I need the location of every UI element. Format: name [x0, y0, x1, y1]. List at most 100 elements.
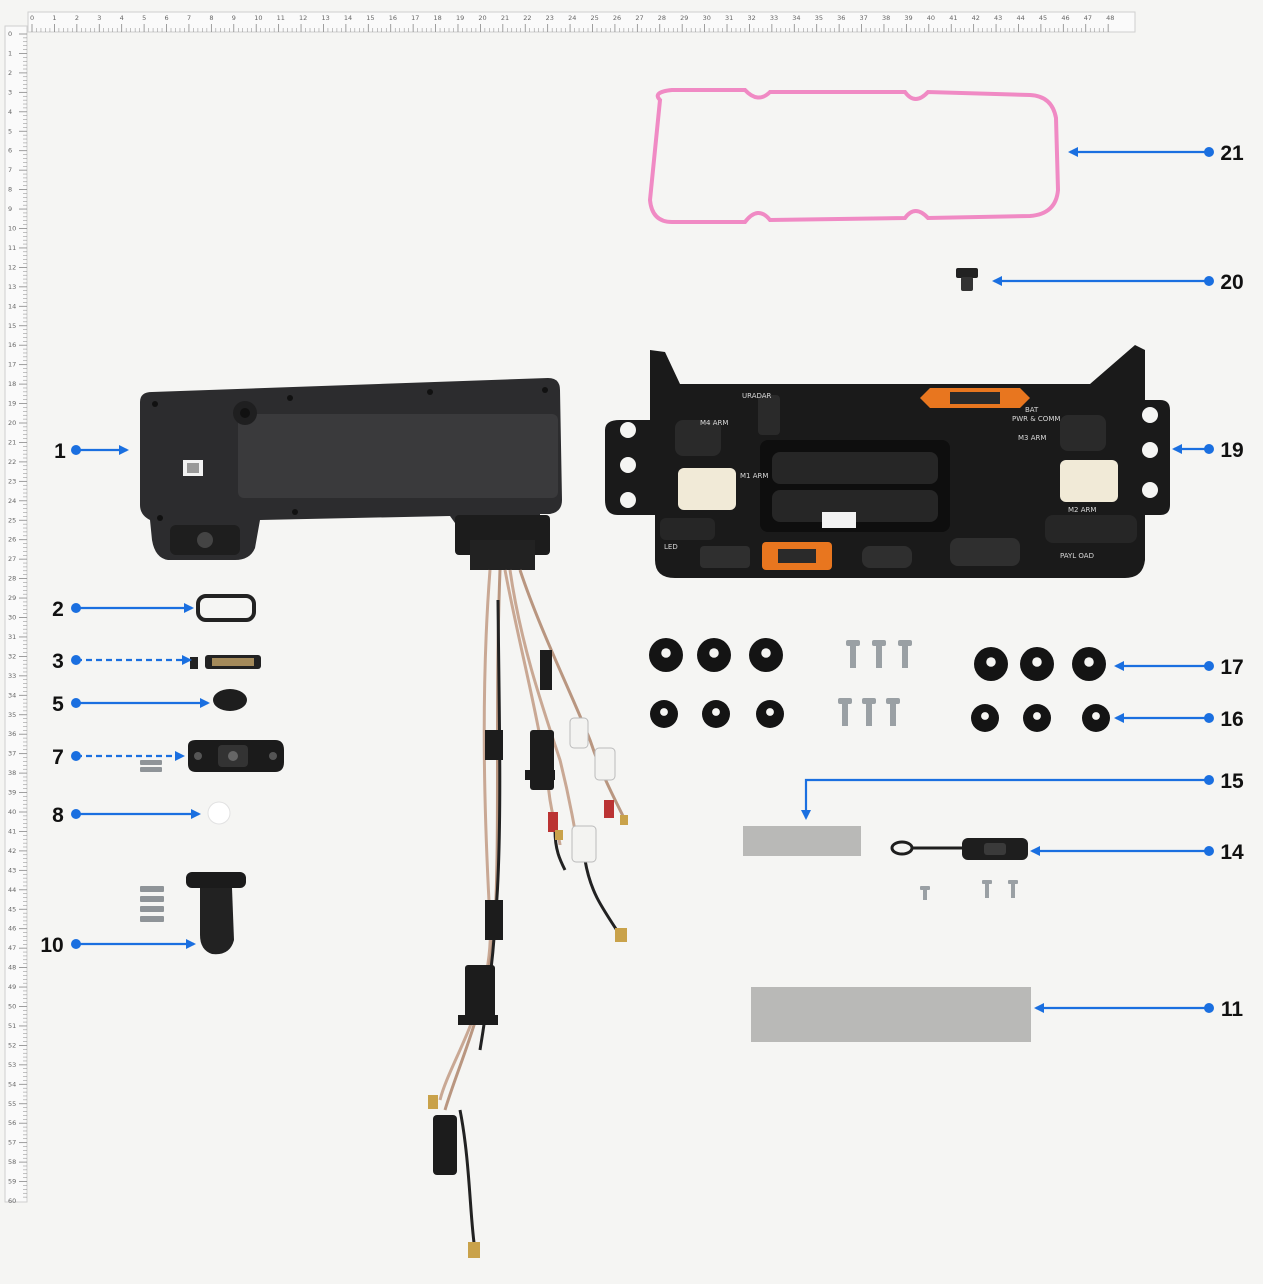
wire-harness — [438, 569, 627, 1251]
ruler-top-number: 9 — [232, 14, 236, 22]
ruler-left-number: 20 — [8, 419, 16, 427]
ruler-top-number: 14 — [344, 14, 352, 22]
thermal-pad-small — [743, 826, 861, 856]
callout-dot — [1204, 713, 1214, 723]
callout-3: 3 — [52, 650, 192, 673]
ruler-left-number: 44 — [8, 886, 16, 894]
ruler-left-number: 1 — [8, 49, 12, 57]
callout-11: 11 — [1034, 998, 1243, 1021]
ruler-left-number: 0 — [8, 30, 12, 38]
washer-hole — [660, 708, 668, 716]
callout-19: 19 — [1172, 439, 1244, 462]
ruler-top-number: 39 — [904, 14, 912, 22]
washer-hole — [712, 708, 720, 716]
ruler-left-number: 47 — [8, 944, 16, 952]
ruler-left-number: 32 — [8, 652, 16, 660]
ruler-left-number: 59 — [8, 1178, 16, 1186]
ruler-top-number: 10 — [254, 14, 262, 22]
callout-dot — [1204, 775, 1214, 785]
washer-group — [649, 638, 1110, 732]
callout-dot — [71, 751, 81, 761]
callout-label: 17 — [1220, 656, 1243, 679]
ruler-left-number: 17 — [8, 361, 16, 369]
shoulder-screws — [838, 640, 912, 726]
ruler-left-number: 51 — [8, 1022, 16, 1030]
harness-connectors — [428, 650, 628, 1258]
elbow-grommet — [186, 872, 246, 955]
ruler-left-number: 7 — [8, 166, 12, 174]
callout-1: 1 — [54, 440, 129, 463]
pcb-label-uradar: URADAR — [742, 392, 772, 400]
ruler-top-number: 23 — [546, 14, 554, 22]
ruler-left-number: 52 — [8, 1041, 16, 1049]
screws-part10 — [140, 886, 164, 922]
pcb-label-m1-arm: M1 ARM — [740, 472, 768, 480]
ruler-left-number: 34 — [8, 691, 16, 699]
ruler-top-number: 32 — [747, 14, 755, 22]
ruler-top-number: 12 — [299, 14, 307, 22]
ruler-top-number: 34 — [792, 14, 800, 22]
ruler-top-number: 45 — [1039, 14, 1047, 22]
callout-7: 7 — [52, 746, 185, 769]
washer-hole — [766, 708, 774, 716]
washer-hole — [1084, 657, 1094, 667]
cover-plate-lanyard — [890, 838, 1028, 860]
ruler-top-number: 43 — [994, 14, 1002, 22]
ruler-left-number: 31 — [8, 633, 16, 641]
ruler-top-number: 19 — [456, 14, 464, 22]
ruler-left-number: 15 — [8, 322, 16, 330]
ruler-left-number: 29 — [8, 594, 16, 602]
callout-5: 5 — [52, 693, 210, 716]
callout-label: 3 — [52, 650, 64, 673]
ruler-top-number: 6 — [165, 14, 169, 22]
pcb-label-bat: BAT — [1025, 406, 1039, 414]
ruler-top-number: 22 — [523, 14, 531, 22]
callout-dot — [1204, 1003, 1214, 1013]
ruler-top-number: 40 — [927, 14, 935, 22]
callout-label: 21 — [1220, 142, 1244, 165]
ruler-top-number: 33 — [770, 14, 778, 22]
callout-label: 5 — [52, 693, 64, 716]
ruler-top-number: 41 — [949, 14, 957, 22]
ruler-left-number: 10 — [8, 225, 16, 233]
callout-dot — [1204, 147, 1214, 157]
ruler-left-number: 45 — [8, 905, 16, 913]
ruler-left-number: 49 — [8, 983, 16, 991]
ruler-left-number: 35 — [8, 711, 16, 719]
ruler-left-number: 40 — [8, 808, 16, 816]
seal-ring — [196, 594, 256, 622]
ruler-top-number: 8 — [209, 14, 213, 22]
small-screws-part14 — [920, 880, 1018, 900]
pcb-label-pwr-comm: PWR & COMM — [1012, 415, 1060, 423]
housing-cover — [140, 378, 562, 570]
ruler-top-number: 24 — [568, 14, 576, 22]
ruler-left-number: 12 — [8, 263, 16, 271]
washer-hole — [981, 712, 989, 720]
ruler-top-number: 11 — [277, 14, 285, 22]
ruler-left-number: 4 — [8, 108, 12, 116]
ruler-left-number: 23 — [8, 477, 16, 485]
white-disc — [207, 801, 231, 825]
ruler-left-number: 55 — [8, 1100, 16, 1108]
callout-2: 2 — [52, 598, 194, 621]
callout-label: 19 — [1220, 439, 1243, 462]
ruler-top-number: 38 — [882, 14, 890, 22]
callout-17: 17 — [1114, 656, 1244, 679]
ruler-top-number: 5 — [142, 14, 146, 22]
ruler-top-number: 30 — [703, 14, 711, 22]
ruler-top-number: 27 — [635, 14, 643, 22]
ruler-left-number: 13 — [8, 283, 16, 291]
ruler-top-number: 13 — [321, 14, 329, 22]
thermal-pad-large — [751, 987, 1031, 1042]
ruler-top-number: 28 — [658, 14, 666, 22]
ruler-top-number: 29 — [680, 14, 688, 22]
ruler-left-number: 18 — [8, 380, 16, 388]
ruler-top-number: 15 — [366, 14, 374, 22]
washer-hole — [709, 648, 719, 658]
pcb-label-m2-arm: M2 ARM — [1068, 506, 1096, 514]
ruler-top-number: 31 — [725, 14, 733, 22]
ruler-left-number: 39 — [8, 789, 16, 797]
callout-14: 14 — [1030, 841, 1244, 864]
ruler-left-number: 33 — [8, 672, 16, 680]
